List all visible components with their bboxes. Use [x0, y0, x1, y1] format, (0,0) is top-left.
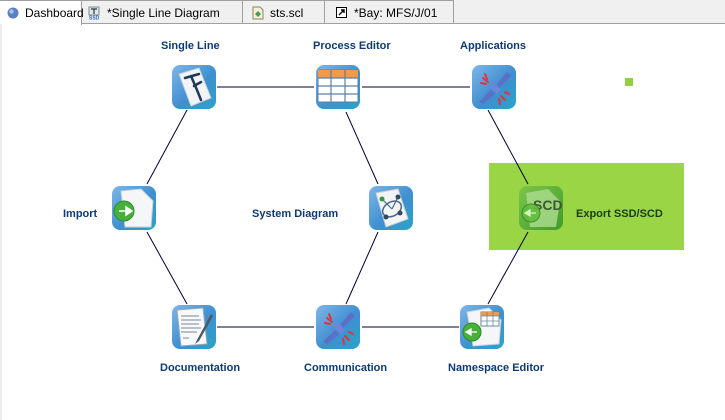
editor-left-border: [0, 24, 2, 420]
import-icon: [112, 186, 156, 230]
dashboard-globe-icon: [6, 6, 20, 20]
communication-button[interactable]: [315, 304, 361, 350]
link-singleline-import: [146, 109, 188, 185]
system-diagram-button[interactable]: [368, 185, 414, 231]
tab-label: *Bay: MFS/J/01: [354, 5, 438, 20]
tab-sts-scl[interactable]: sts.scl: [243, 0, 325, 24]
communication-label[interactable]: Communication: [304, 362, 388, 374]
applications-plug-icon: [472, 65, 516, 109]
export-icon-text: SCD: [533, 197, 563, 213]
scl-file-icon: [251, 6, 265, 20]
link-process-system: [345, 111, 379, 185]
link-import-documentation: [146, 231, 188, 305]
link-system-communication: [345, 231, 379, 305]
single-line-icon: [172, 65, 216, 109]
applications-label[interactable]: Applications: [460, 40, 527, 52]
system-diagram-icon: [369, 186, 413, 230]
export-scd-button[interactable]: SCD: [518, 185, 564, 231]
process-editor-label[interactable]: Process Editor: [313, 40, 391, 52]
namespace-editor-button[interactable]: [459, 304, 505, 350]
system-diagram-label[interactable]: System Diagram: [252, 208, 339, 220]
svg-text:SSD: SSD: [89, 15, 100, 20]
documentation-icon: [172, 305, 216, 349]
import-label[interactable]: Import: [63, 208, 98, 220]
tab-label: sts.scl: [270, 5, 304, 20]
tab-label: Dashboard: [25, 6, 84, 20]
ssd-icon: SSD: [88, 6, 102, 21]
link-applications-export: [487, 109, 529, 185]
documentation-button[interactable]: [171, 304, 217, 350]
bay-shortcut-icon: [335, 6, 349, 20]
namespace-editor-icon: [460, 305, 504, 349]
namespace-editor-label[interactable]: Namespace Editor: [448, 362, 544, 374]
export-scd-icon: SCD: [519, 186, 563, 230]
single-line-label[interactable]: Single Line: [161, 40, 220, 52]
export-label[interactable]: Export SSD/SCD: [576, 208, 663, 220]
tab-single-line-diagram[interactable]: SSD *Single Line Diagram: [82, 0, 243, 24]
tab-label: *Single Line Diagram: [107, 5, 220, 20]
editor-tab-bar: Dashboard SSD *Single Line Diagram sts.s…: [0, 0, 725, 25]
applications-button[interactable]: [471, 64, 517, 110]
link-export-namespace: [487, 231, 529, 305]
import-button[interactable]: [111, 185, 157, 231]
documentation-label[interactable]: Documentation: [160, 362, 241, 374]
process-editor-button[interactable]: [315, 64, 361, 110]
tab-bay[interactable]: *Bay: MFS/J/01: [325, 0, 454, 24]
tab-dashboard[interactable]: Dashboard: [0, 0, 84, 25]
process-editor-icon: [316, 65, 360, 109]
communication-plug-icon: [316, 305, 360, 349]
single-line-button[interactable]: [171, 64, 217, 110]
status-indicator-dot: [625, 78, 633, 86]
